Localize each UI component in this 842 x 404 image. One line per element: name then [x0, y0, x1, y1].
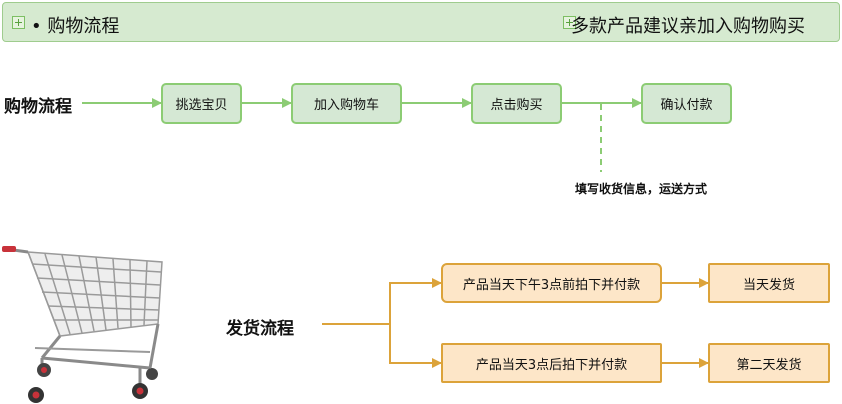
- expand-icon[interactable]: [563, 16, 576, 29]
- step-add-to-cart: 加入购物车: [291, 83, 402, 124]
- shopping-cart-icon: [2, 246, 163, 403]
- result-next-day: 第二天发货: [708, 343, 830, 383]
- banner-left-title: • 购物流程: [31, 16, 120, 37]
- header-banner: • 购物流程 多款产品建议亲加入购物购买: [2, 2, 840, 42]
- shipping-flow-title: 发货流程: [226, 319, 294, 339]
- condition-before-3pm: 产品当天下午3点前拍下并付款: [441, 263, 662, 303]
- expand-icon[interactable]: [12, 16, 25, 29]
- connector-arrow: [389, 324, 442, 368]
- condition-after-3pm: 产品当天3点后拍下并付款: [441, 343, 662, 383]
- result-same-day: 当天发货: [708, 263, 830, 303]
- step-select-item: 挑选宝贝: [161, 83, 242, 124]
- step-confirm-payment: 确认付款: [641, 83, 732, 124]
- shopping-flow-title: 购物流程: [4, 97, 72, 117]
- connector-arrow: [389, 278, 442, 324]
- step-click-buy: 点击购买: [471, 83, 562, 124]
- banner-right-title: 多款产品建议亲加入购物购买: [571, 16, 805, 37]
- shipping-info-note: 填写收货信息，运送方式: [575, 182, 708, 196]
